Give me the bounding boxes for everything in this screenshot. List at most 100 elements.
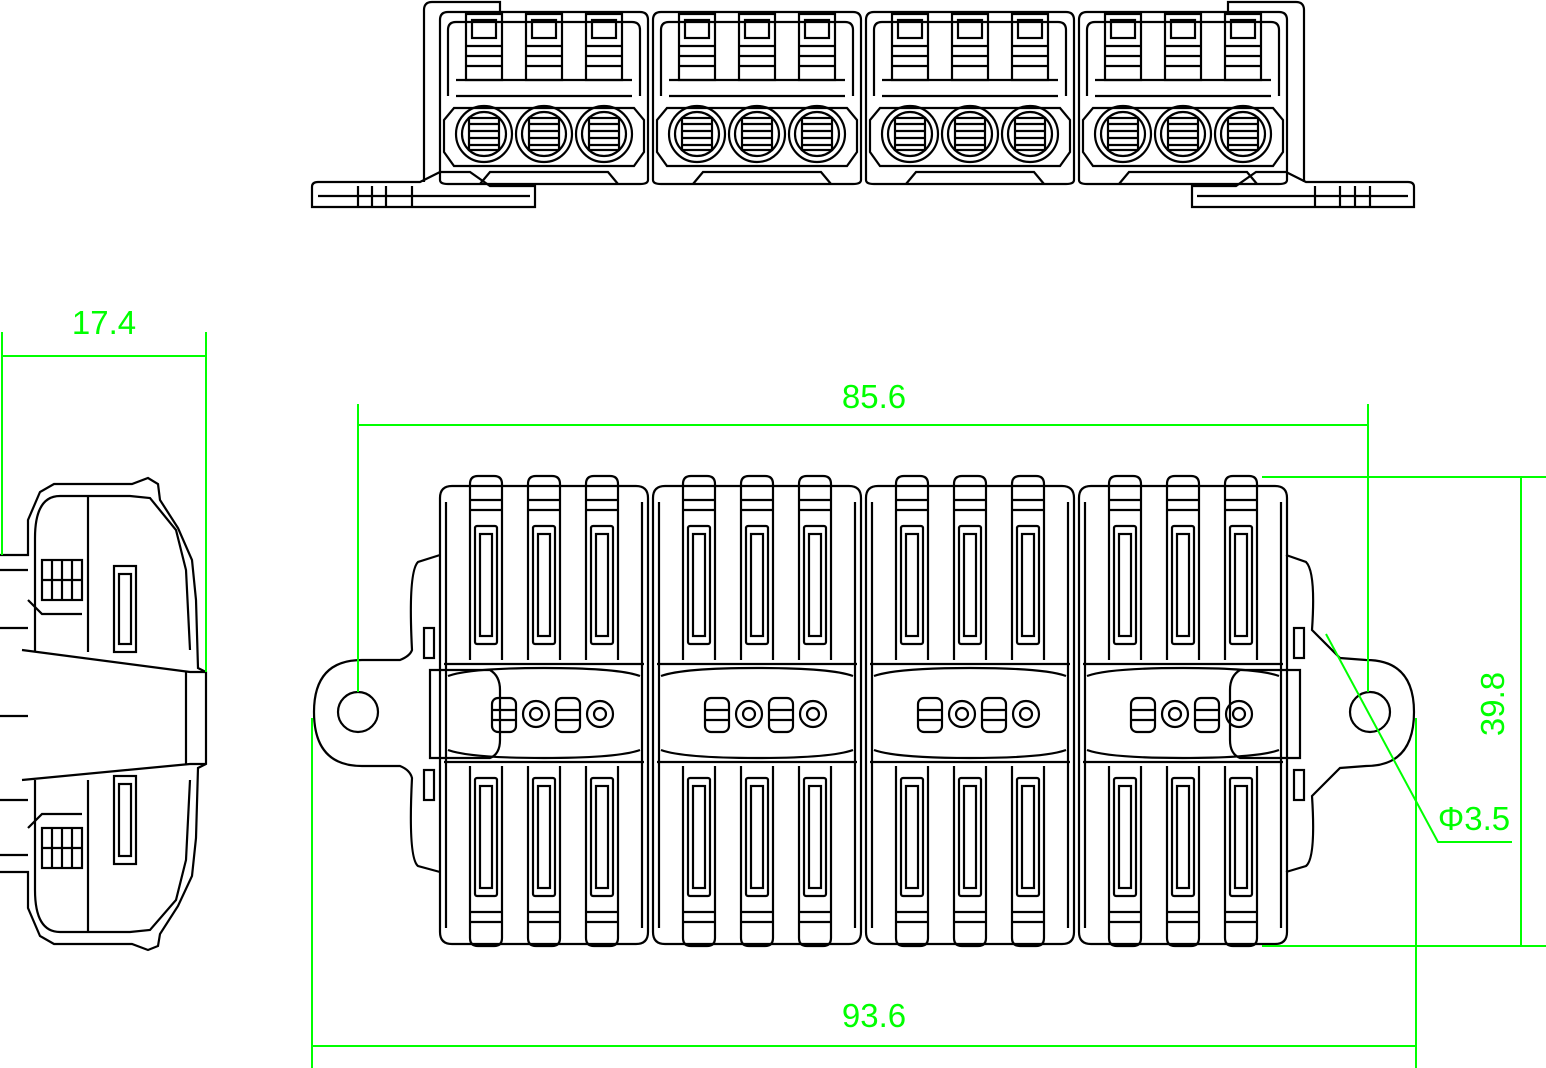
front-lever [797,12,837,82]
contact-point [980,696,1008,734]
side-upper-latch [27,558,84,616]
front-lever [677,12,717,82]
contact-point [1160,699,1190,729]
dim-hole-diameter-label: Φ3.5 [1438,800,1510,837]
front-module-body [438,10,650,186]
side-lower-latch [27,812,84,870]
lower-lever [1223,766,1259,948]
lower-lever [952,766,988,948]
front-module [438,10,650,186]
front-wire-port [880,104,940,164]
upper-lever [739,474,775,660]
front-wire-port [727,104,787,164]
contact-point [916,696,944,734]
lower-lever [584,766,620,948]
front-module [1077,10,1289,186]
right-mounting-hole [1348,690,1392,734]
dim-17-4-label: 17.4 [72,304,136,341]
dim-hole-leader [1325,633,1512,843]
contact-point [1129,696,1157,734]
upper-lever [526,474,562,660]
front-left-flange [310,170,537,209]
front-wire-port [667,104,727,164]
front-lever [1163,12,1203,82]
front-lever [950,12,990,82]
front-wire-port [1000,104,1060,164]
front-wire-port [574,104,634,164]
contact-point [521,699,551,729]
front-view [310,0,1416,209]
front-module-body [1077,10,1289,186]
upper-lever [468,474,504,660]
dimension-labels: 17.4 85.6 93.6 39.8 Φ3.5 [72,304,1511,1034]
front-wire-port [940,104,1000,164]
front-lever [584,12,624,82]
contact-point [585,699,615,729]
front-module [651,10,863,186]
contact-point [767,696,795,734]
front-module-body [864,10,1076,186]
left-mounting-ear [312,553,441,874]
front-lever [524,12,564,82]
upper-lever [797,474,833,660]
contact-point [1193,696,1221,734]
dim-39-8-label: 39.8 [1474,672,1511,736]
front-lever [1103,12,1143,82]
front-wire-port [1213,104,1273,164]
top-module [651,474,863,948]
front-wire-port [454,104,514,164]
front-lever [1223,12,1263,82]
lower-lever [1010,766,1046,948]
side-view [0,476,208,952]
left-mounting-hole [336,690,380,734]
upper-lever [1107,474,1143,660]
top-module-body [1077,484,1289,946]
lower-lever [797,766,833,948]
upper-lever [1165,474,1201,660]
contact-point [947,699,977,729]
top-modules [438,474,1289,948]
top-view [312,474,1416,948]
upper-lever [894,474,930,660]
upper-lever [584,474,620,660]
lower-lever [739,766,775,948]
front-module-body [651,10,863,186]
upper-lever [681,474,717,660]
front-lever [464,12,504,82]
contact-point [798,699,828,729]
top-module [438,474,650,948]
lower-lever [1165,766,1201,948]
front-wire-port [1153,104,1213,164]
contact-point [1011,699,1041,729]
dim-85-6-label: 85.6 [842,378,906,415]
front-lever [1010,12,1050,82]
dimension-annotations [1,332,1546,1068]
top-module-body [864,484,1076,946]
front-wire-port [1093,104,1153,164]
contact-point [734,699,764,729]
front-wire-port [787,104,847,164]
upper-lever [952,474,988,660]
front-modules [438,10,1289,186]
side-lower-slot [112,774,138,866]
lower-lever [526,766,562,948]
lower-lever [1107,766,1143,948]
contact-point [490,696,518,734]
contact-point [554,696,582,734]
top-module-body [651,484,863,946]
lower-lever [468,766,504,948]
dim-93-6-label: 93.6 [842,997,906,1034]
upper-lever [1010,474,1046,660]
front-lever [737,12,777,82]
front-lever [890,12,930,82]
lower-lever [681,766,717,948]
right-mounting-ear [1285,553,1416,874]
front-wire-port [514,104,574,164]
top-module-body [438,484,650,946]
contact-point [703,696,731,734]
upper-lever [1223,474,1259,660]
top-module [864,474,1076,948]
front-module [864,10,1076,186]
contact-point [1224,699,1254,729]
